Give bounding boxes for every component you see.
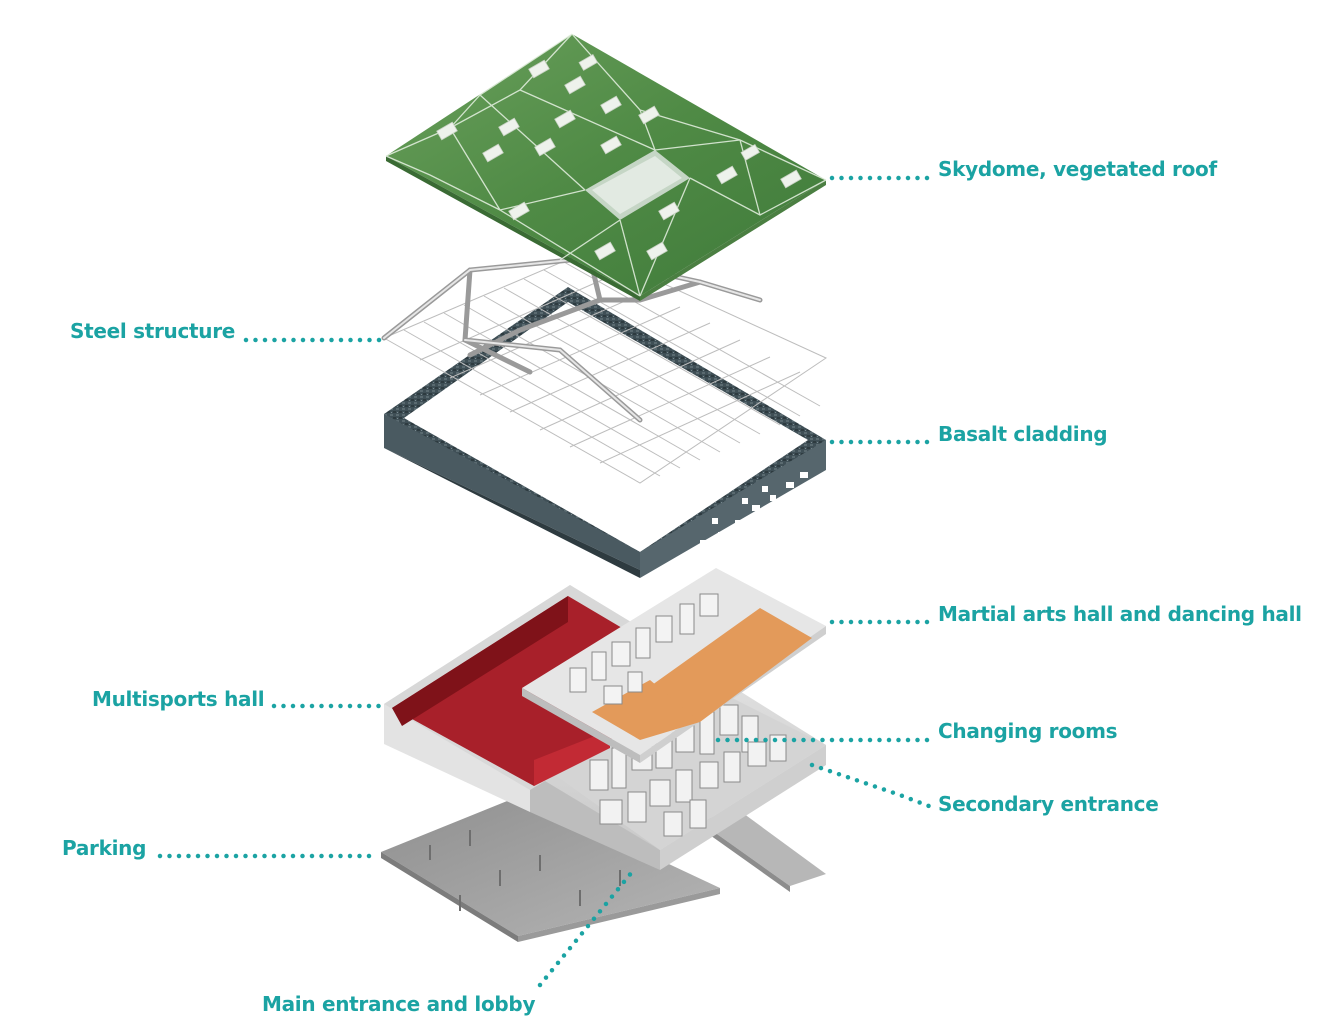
ground-level	[384, 568, 826, 870]
basalt-cladding-ring	[384, 287, 826, 578]
label-steel-structure: Steel structure	[70, 319, 235, 343]
label-secondary-entrance: Secondary entrance	[938, 792, 1158, 816]
label-multisports-hall: Multisports hall	[92, 687, 264, 711]
leader-main-entrance	[537, 869, 635, 988]
callout-labels: Skydome, vegetated roof Steel structure …	[62, 157, 1302, 1016]
label-changing-rooms: Changing rooms	[938, 719, 1117, 743]
label-parking: Parking	[62, 836, 146, 860]
label-martial-arts-hall: Martial arts hall and dancing hall	[938, 602, 1302, 626]
leader-lines	[157, 175, 937, 988]
label-skydome: Skydome, vegetated roof	[938, 157, 1217, 181]
vegetated-roof	[385, 33, 827, 301]
parking-level	[381, 795, 826, 942]
label-main-entrance: Main entrance and lobby	[262, 992, 535, 1016]
leader-secondary	[809, 762, 937, 811]
label-basalt-cladding: Basalt cladding	[938, 422, 1107, 446]
